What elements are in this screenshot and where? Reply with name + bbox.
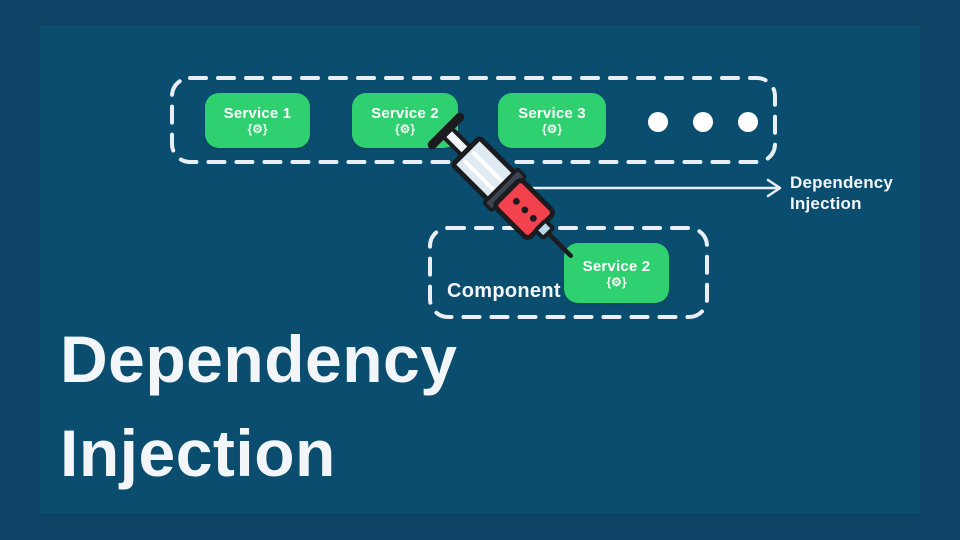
gear-braces-icon: {⚙}	[247, 122, 268, 136]
service-chip-label: Service 2	[371, 105, 439, 122]
injection-arrow-label-line1: Dependency	[790, 173, 894, 192]
ellipsis-dot	[738, 112, 758, 132]
injected-service-chip: Service 2 {⚙}	[564, 243, 669, 303]
gear-braces-icon: {⚙}	[541, 122, 563, 136]
page-title-line1: Dependency	[60, 322, 458, 396]
service-chip-label: Service 1	[223, 105, 292, 122]
component-box	[428, 226, 709, 319]
service-chip-3: Service 3 {⚙}	[498, 93, 606, 148]
service-chip-label: Service 3	[518, 105, 586, 122]
page-title-line2: Injection	[60, 416, 336, 490]
injection-arrow-label: Dependency Injection	[790, 172, 893, 214]
service-chip-label: Service 2	[582, 257, 651, 275]
component-label: Component	[447, 280, 561, 302]
ellipsis-dot	[693, 112, 713, 132]
inner-background-panel	[40, 25, 920, 513]
service-chip-2: Service 2 {⚙}	[352, 93, 458, 148]
gear-braces-icon: {⚙}	[394, 122, 416, 136]
service-chip-1: Service 1 {⚙}	[205, 93, 310, 148]
ellipsis-dot	[648, 112, 668, 132]
injection-arrow	[518, 178, 782, 198]
page-title: Dependency Injection	[60, 312, 457, 500]
gear-braces-icon: {⚙}	[606, 274, 627, 289]
injection-arrow-label-line2: Injection	[790, 194, 862, 213]
syringe-icon	[427, 112, 574, 259]
